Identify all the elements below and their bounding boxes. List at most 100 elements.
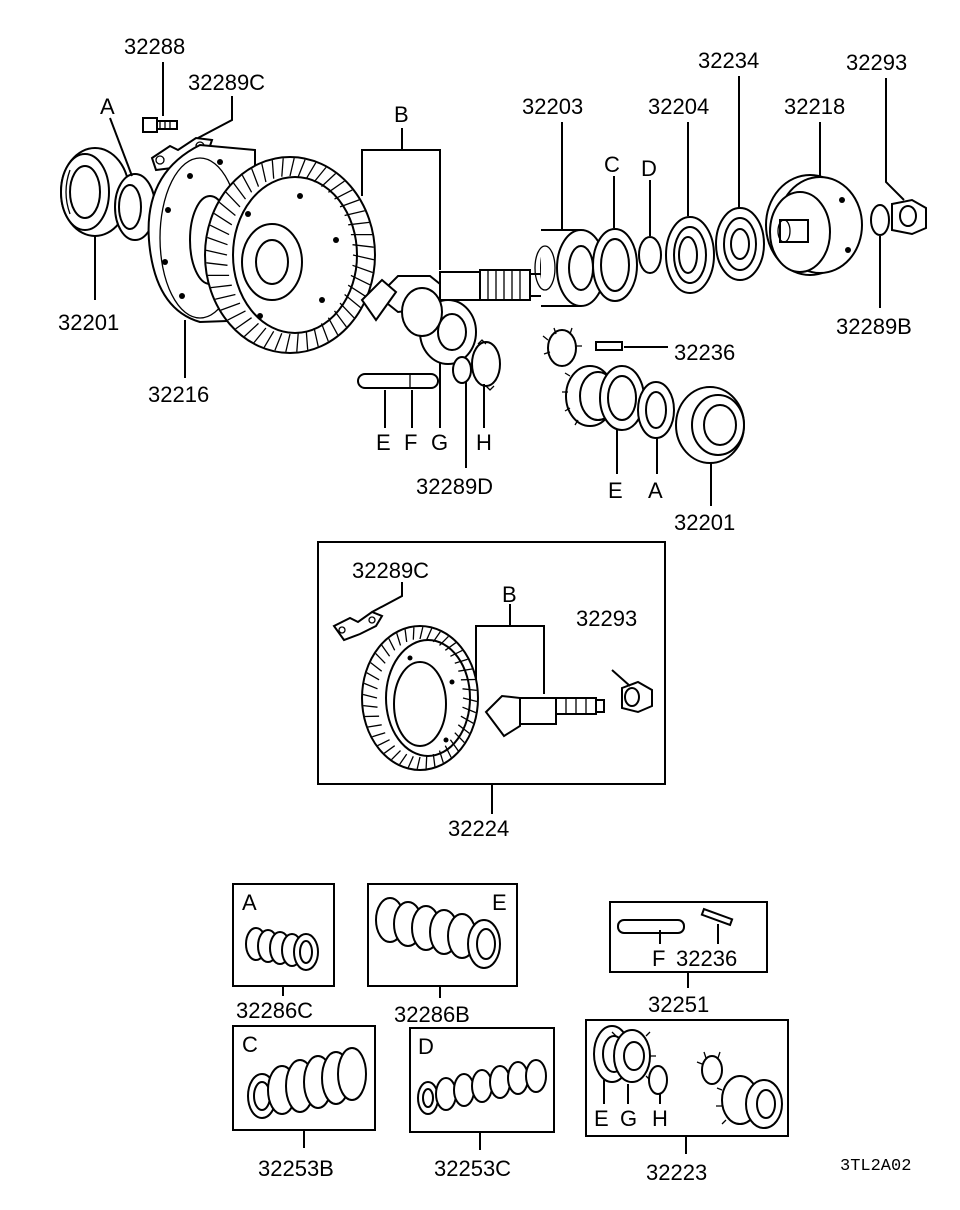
box-a-part: 32286C: [236, 998, 313, 1023]
gear-tooth: [391, 750, 401, 761]
gear-tooth: [218, 201, 236, 217]
gear-tooth: [363, 682, 378, 690]
gear-tooth: [333, 310, 347, 328]
companion-flange-32218: [765, 174, 863, 276]
gear-tooth: [383, 745, 396, 754]
box-e-part: 32286B: [394, 1002, 470, 1027]
bearing-32203: [534, 229, 606, 307]
gear-tooth: [407, 756, 414, 768]
washer-set-e: [375, 897, 501, 969]
label-32216: 32216: [148, 382, 209, 407]
gear-tooth: [334, 189, 353, 200]
bearing-32204: [665, 216, 715, 294]
gear-tooth: [339, 302, 355, 319]
gear-tooth: [313, 327, 319, 347]
gear-tooth: [347, 284, 367, 298]
gear-tooth: [305, 162, 317, 180]
gear-tooth: [352, 254, 375, 261]
pinion-gear-top: [471, 339, 501, 391]
gear-tooth: [348, 221, 370, 226]
gear-tooth: [367, 724, 382, 728]
bearing-32201-right: [675, 386, 745, 464]
gear-tooth: [327, 317, 339, 336]
gear-tooth: [274, 333, 283, 351]
box-d-part: 32253C: [434, 1156, 511, 1181]
box-f-part: 32236: [676, 946, 737, 971]
label-32203: 32203: [522, 94, 583, 119]
gear-tooth: [285, 333, 291, 353]
label-a-right: A: [648, 478, 663, 503]
shim-set-d: [417, 1059, 547, 1115]
gear-tooth: [328, 180, 345, 193]
label-f: F: [404, 430, 417, 455]
gear-tooth: [321, 173, 337, 188]
label-32201-right: 32201: [674, 510, 735, 535]
shim-d: [638, 236, 662, 274]
box-d-letter: D: [418, 1034, 434, 1059]
gear-tooth: [454, 732, 465, 744]
gear-tooth: [344, 293, 362, 309]
gear-tooth: [313, 166, 327, 183]
leader-32289c-kit: [371, 582, 403, 613]
label-e-right: E: [608, 478, 623, 503]
pinion-shaft-f-set: [617, 919, 685, 934]
gear-tooth: [220, 302, 241, 311]
box-32251-part: 32251: [648, 992, 709, 1017]
label-32289b: 32289B: [836, 314, 912, 339]
gear-tooth: [350, 274, 371, 286]
oil-seal-32234: [715, 207, 765, 281]
gear-tooth: [450, 649, 463, 657]
gear-tooth: [460, 715, 474, 724]
gear-tooth: [444, 642, 457, 651]
gear-tooth: [396, 633, 402, 646]
gear-tooth: [457, 724, 470, 734]
label-32289d: 32289D: [416, 474, 493, 499]
label-g: G: [431, 430, 448, 455]
label-32234: 32234: [698, 48, 759, 73]
pinion-shaft-f: [357, 373, 439, 389]
box-f-letter: F: [652, 946, 665, 971]
gear-tooth: [235, 317, 252, 330]
gear-tooth: [425, 756, 428, 769]
drawing-code: 3TL2A02: [840, 1157, 911, 1176]
gear-tooth: [251, 168, 260, 187]
leader-32289c: [197, 96, 233, 139]
gear-tooth: [404, 629, 408, 642]
label-32236: 32236: [674, 340, 735, 365]
nut-32293-kit: [621, 680, 653, 714]
gear-tooth: [454, 658, 468, 664]
box-egh-e: E: [594, 1106, 609, 1131]
spacer-set-c: [247, 1047, 367, 1119]
lock-plate-32289c-kit: [332, 610, 384, 642]
gear-tooth: [462, 706, 477, 714]
set-box-d: [409, 1027, 555, 1133]
gear-tooth: [458, 668, 473, 672]
gear-tooth: [399, 753, 408, 765]
pinion-gear-right: [542, 327, 582, 367]
leader-32293: [885, 78, 905, 201]
gear-tooth: [375, 652, 386, 664]
label-h: H: [476, 430, 492, 455]
drive-pinion-kit: [484, 694, 605, 738]
gear-tooth: [215, 293, 236, 300]
bolt-32288: [142, 117, 178, 133]
gear-tooth: [370, 662, 383, 672]
gear-tooth: [225, 191, 241, 208]
gear-tooth: [289, 157, 295, 177]
gear-tooth: [419, 626, 424, 640]
gear-tooth: [227, 310, 246, 321]
gear-tooth: [281, 158, 284, 177]
gear-set-32223: [593, 1025, 783, 1129]
gear-tooth: [243, 322, 259, 337]
gear-tooth: [263, 330, 275, 348]
label-b: B: [394, 102, 409, 127]
label-32224: 32224: [448, 816, 509, 841]
box-32223-part: 32223: [646, 1160, 707, 1185]
ring-gear-kit: [361, 625, 479, 771]
bracket-b-kit: [475, 625, 545, 694]
gear-tooth: [206, 262, 228, 266]
box-c-letter: C: [242, 1032, 258, 1057]
gear-tooth: [377, 739, 390, 747]
gear-tooth: [253, 327, 267, 344]
